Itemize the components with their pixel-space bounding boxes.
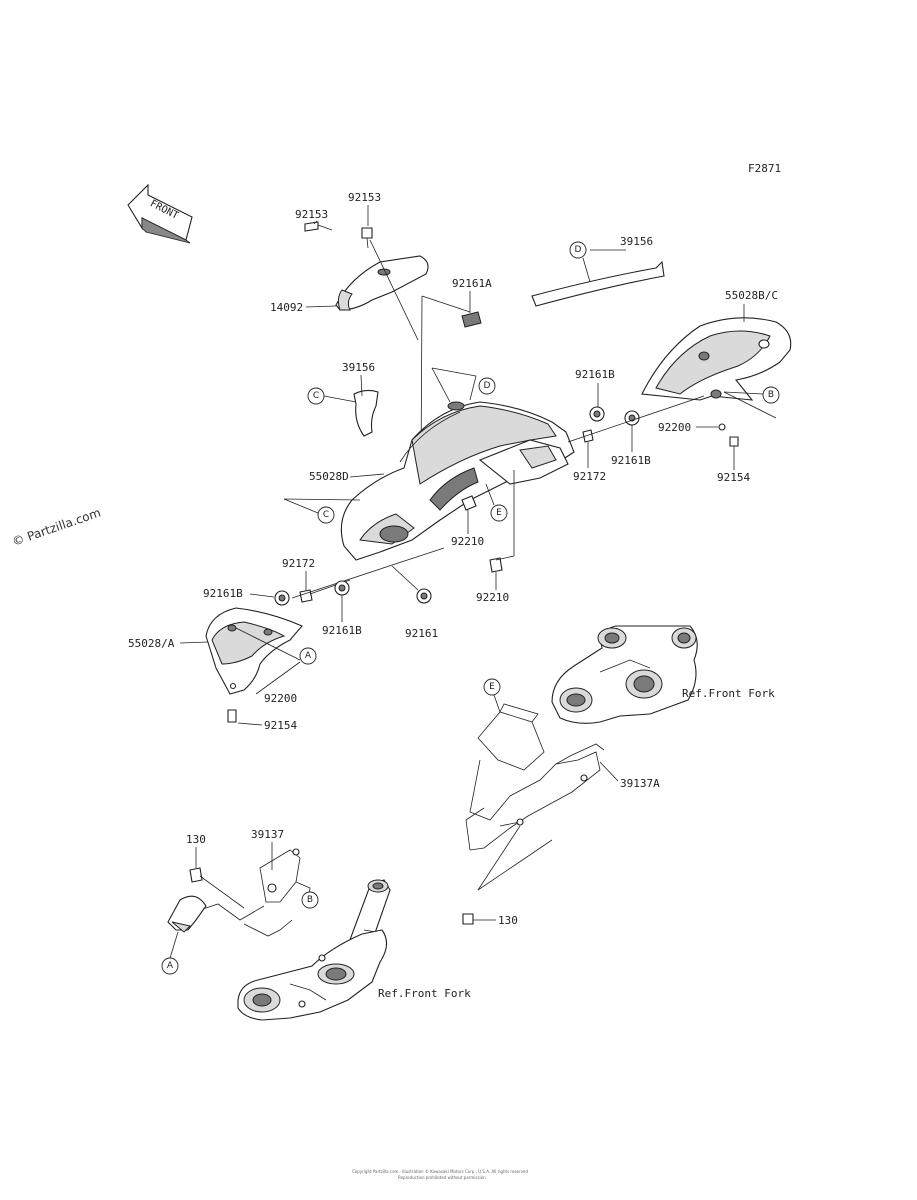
label-92154-right: 92154 <box>717 471 750 484</box>
screw-92153-a <box>304 221 333 232</box>
callout-A2: A <box>161 957 179 975</box>
nut-92210-b <box>489 557 503 573</box>
label-92161B-1: 92161B <box>575 368 615 381</box>
ref-front-fork-lower: Ref.Front Fork <box>378 987 471 1000</box>
upper-cowl-55028D <box>340 401 575 561</box>
svg-text:A: A <box>305 651 312 661</box>
bracket-39137A <box>465 703 605 851</box>
ref-front-fork-upper: Ref.Front Fork <box>682 687 775 700</box>
svg-text:D: D <box>484 381 491 391</box>
grommet-92161 <box>416 588 432 604</box>
label-55028D: 55028D <box>309 470 349 483</box>
screw-92154-right <box>729 436 739 447</box>
strip-39156-top <box>531 260 665 307</box>
label-92200-right: 92200 <box>658 421 691 434</box>
label-92153-b: 92153 <box>348 191 381 204</box>
bolt-130-left <box>189 867 245 909</box>
label-55028BC: 55028B/C <box>725 289 778 302</box>
label-92200-left: 92200 <box>264 692 297 705</box>
label-39156-left: 39156 <box>342 361 375 374</box>
bracket-39137 <box>199 848 311 937</box>
copyright-line-1: Copyright Partzilla.com · Illustration ©… <box>352 1169 528 1174</box>
screw-92154-left <box>227 709 237 723</box>
label-55028A: 55028/A <box>128 637 175 650</box>
label-92153-a: 92153 <box>295 208 328 221</box>
label-92161A: 92161A <box>452 277 492 290</box>
svg-text:D: D <box>575 245 582 255</box>
label-130-left: 130 <box>186 833 206 846</box>
svg-text:C: C <box>323 510 329 520</box>
label-39156-top: 39156 <box>620 235 653 248</box>
grommet-92161A <box>461 311 482 328</box>
cowl-55028BC <box>641 317 792 401</box>
screw-92172-b <box>299 589 313 603</box>
watermark: © Partzilla.com <box>10 505 102 548</box>
callout-C1: C <box>307 387 325 405</box>
svg-text:A: A <box>167 961 174 971</box>
bolt-130-right <box>462 913 474 925</box>
nut-92210-a <box>461 495 477 511</box>
washer-92200-left <box>229 682 237 690</box>
copyright-line-2: Reproduction prohibited without permissi… <box>398 1175 486 1180</box>
callout-B2: B <box>301 891 319 909</box>
callout-E2: E <box>483 678 501 696</box>
label-130-right: 130 <box>498 914 518 927</box>
washer-92200-right <box>718 423 726 431</box>
grommet-92161B-4 <box>274 590 290 606</box>
bracket-39137-mount <box>167 895 207 933</box>
callout-E1: E <box>490 504 508 522</box>
label-39137A: 39137A <box>620 777 660 790</box>
grommet-92161B-1 <box>589 406 605 422</box>
callout-C2: C <box>317 506 335 524</box>
svg-text:E: E <box>496 508 502 518</box>
upper-triple-clamp <box>551 625 698 724</box>
svg-text:B: B <box>768 390 774 400</box>
label-92172-a: 92172 <box>573 470 606 483</box>
callout-A1: A <box>299 647 317 665</box>
label-92161: 92161 <box>405 627 438 640</box>
callout-B1: B <box>762 386 780 404</box>
callout-D1: D <box>569 241 587 259</box>
grommet-92161B-2 <box>624 410 640 426</box>
label-92154-left: 92154 <box>264 719 297 732</box>
lower-triple-clamp <box>237 929 388 1021</box>
grommet-92161B-3 <box>334 580 350 596</box>
label-92172-b: 92172 <box>282 557 315 570</box>
cowl-55028A <box>205 607 303 695</box>
svg-text:E: E <box>489 682 495 692</box>
strip-39156-left <box>353 389 379 437</box>
screw-92153-b <box>361 227 373 249</box>
label-92161B-3: 92161B <box>322 624 362 637</box>
screw-92172-a <box>582 429 594 443</box>
label-92161B-4: 92161B <box>203 587 243 600</box>
label-39137: 39137 <box>251 828 284 841</box>
label-92210-b: 92210 <box>476 591 509 604</box>
callout-D2: D <box>478 377 496 395</box>
label-92161B-2: 92161B <box>611 454 651 467</box>
svg-text:B: B <box>307 895 313 905</box>
svg-text:C: C <box>313 391 319 401</box>
figure-code: F2871 <box>748 162 781 175</box>
label-92210-a: 92210 <box>451 535 484 548</box>
label-14092: 14092 <box>270 301 303 314</box>
front-arrow-icon: FRONT <box>127 183 193 244</box>
